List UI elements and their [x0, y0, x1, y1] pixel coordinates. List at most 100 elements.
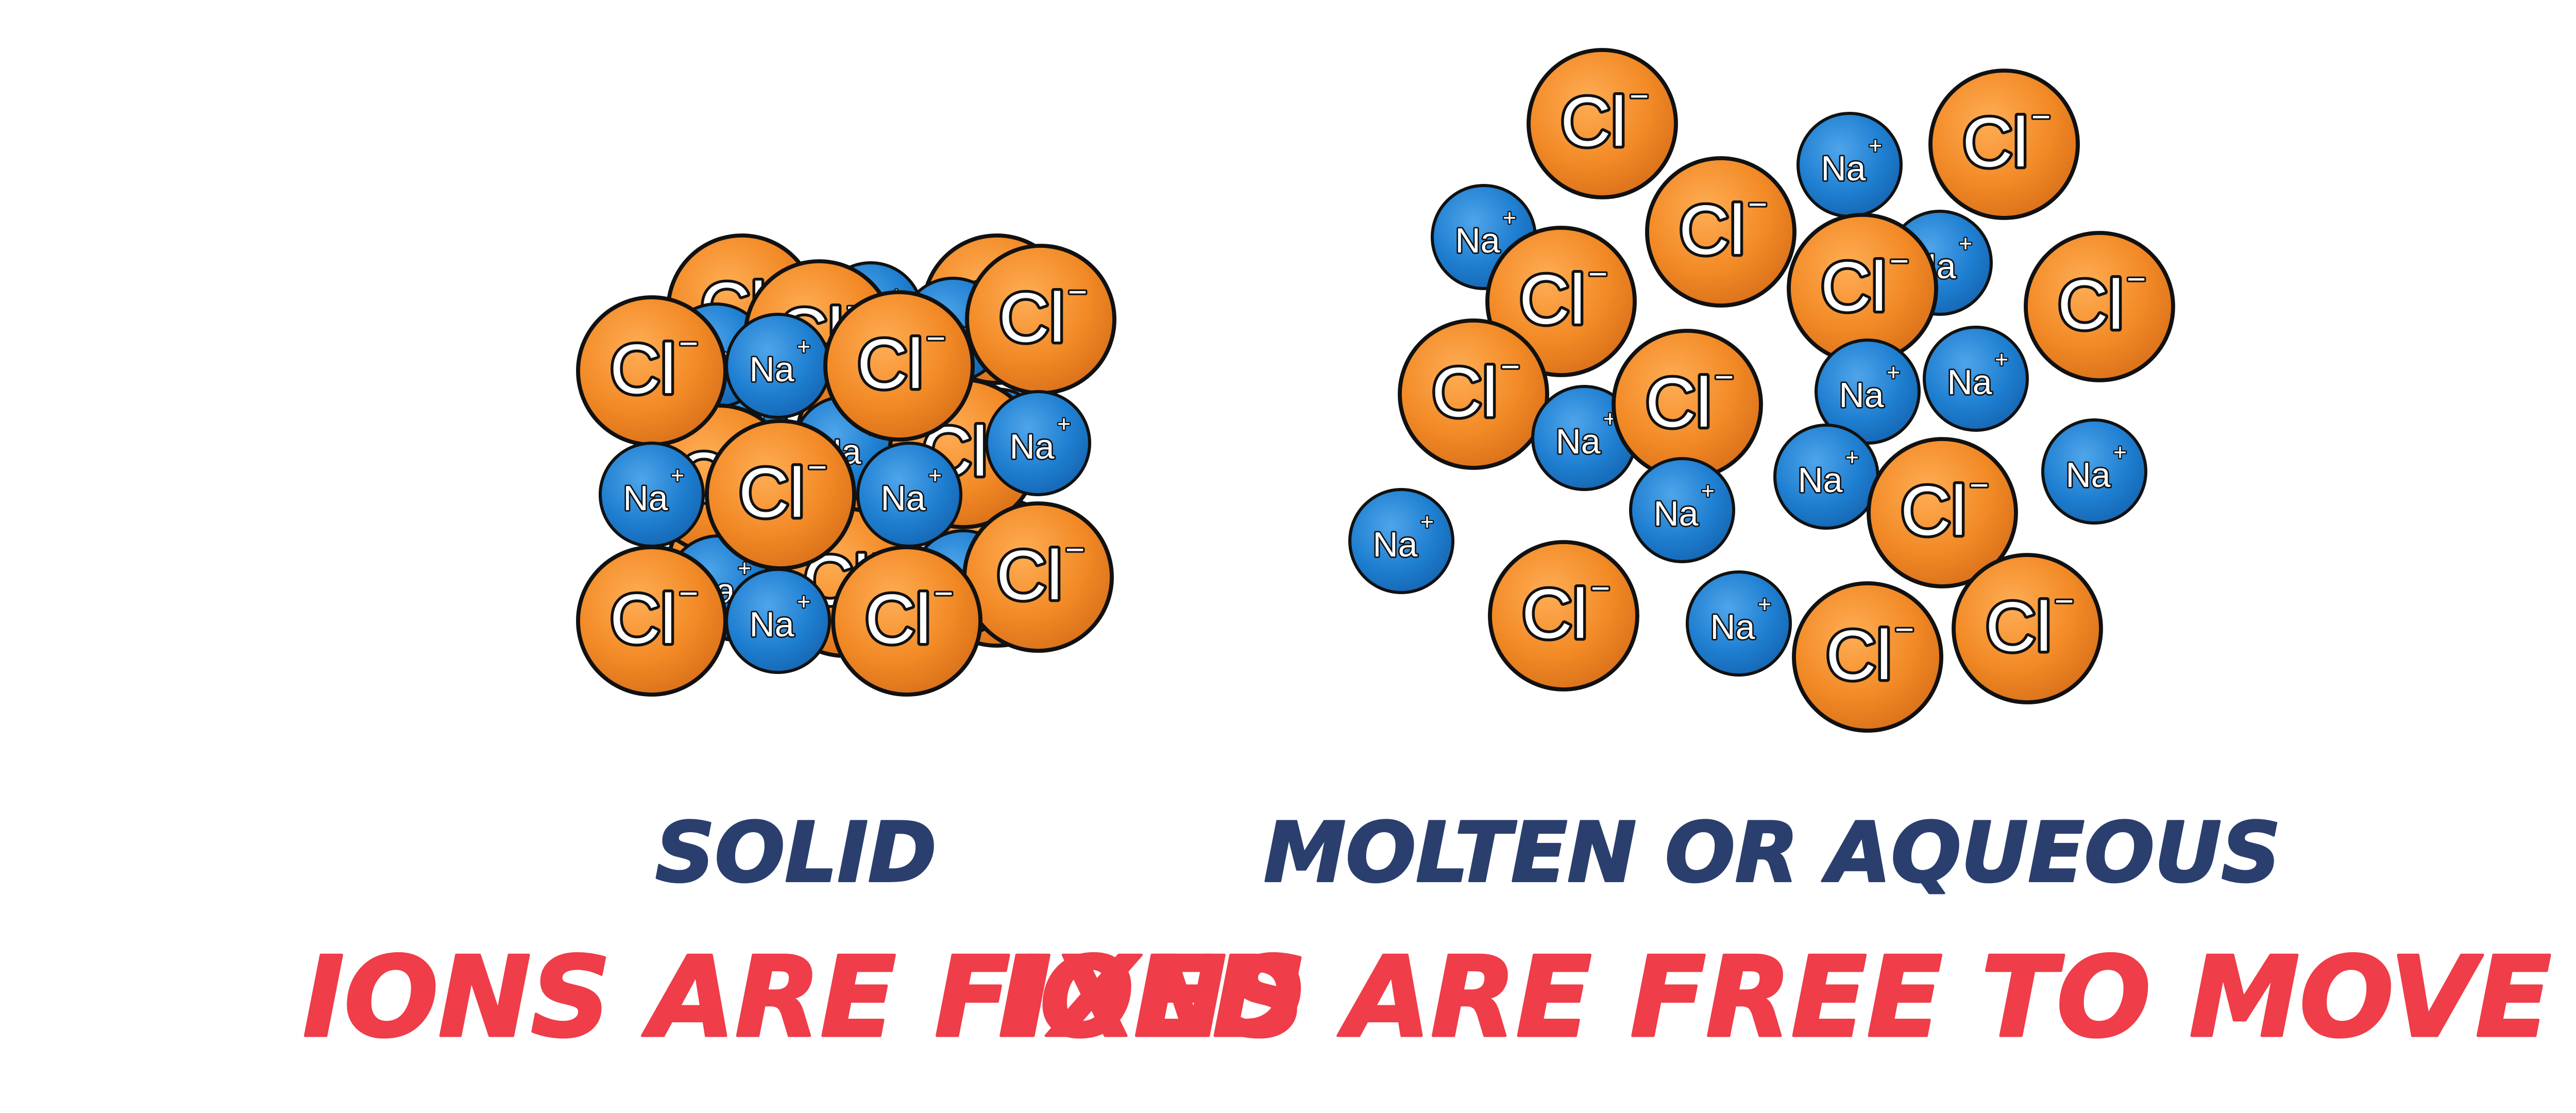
positive-charge: +: [1887, 359, 1900, 385]
chloride-label: Cl: [610, 330, 676, 408]
negative-charge: −: [1748, 186, 1768, 223]
positive-charge: +: [2113, 439, 2127, 465]
chloride-label: Cl: [1646, 363, 1711, 442]
negative-charge: −: [2127, 261, 2146, 298]
negative-charge: −: [808, 449, 827, 486]
positive-charge: +: [1845, 444, 1859, 470]
sodium-ion: Na+: [1686, 570, 1792, 677]
sodium-ion: Na+: [1348, 488, 1454, 594]
molten-desc: IONS ARE FREE TO MOVE: [998, 933, 2551, 1062]
chloride-label: Cl: [610, 580, 676, 658]
chloride-ion: Cl−: [1792, 581, 1943, 733]
negative-charge: −: [1715, 359, 1734, 396]
sodium-label: Na: [623, 479, 668, 518]
negative-charge: −: [679, 575, 699, 612]
chloride-ball: [1527, 48, 1678, 199]
chloride-label: Cl: [857, 325, 923, 403]
chloride-ball: [1398, 318, 1549, 470]
chloride-ion: Cl−: [576, 545, 727, 697]
sodium-ion: Na+: [1923, 326, 2029, 432]
sodium-ion: Na+: [985, 390, 1091, 496]
chloride-ball: [2024, 231, 2175, 382]
chloride-label: Cl: [1826, 616, 1892, 694]
positive-charge: +: [1503, 205, 1516, 231]
chloride-ion: Cl−: [1488, 540, 1639, 692]
sodium-ball: [2041, 418, 2147, 525]
sodium-ball: [725, 568, 831, 674]
negative-charge: −: [1591, 570, 1611, 607]
chloride-ion: Cl−: [831, 545, 982, 697]
molten-title: MOLTEN OR AQUEOUS: [1264, 804, 2281, 901]
sodium-ion: Na+: [856, 442, 962, 548]
chloride-ball: [1867, 437, 2018, 588]
chloride-ion: Cl−: [962, 501, 1114, 653]
chloride-ion: Cl−: [576, 295, 727, 447]
chloride-label: Cl: [1561, 82, 1626, 161]
positive-charge: +: [1758, 591, 1771, 617]
negative-charge: −: [1588, 256, 1608, 293]
chloride-ion: Cl−: [1952, 553, 2103, 704]
sodium-label: Na: [1821, 149, 1866, 188]
chloride-ball: [823, 290, 975, 442]
sodium-label: Na: [1839, 376, 1884, 415]
chloride-ball: [1792, 581, 1943, 733]
sodium-ball: [1815, 339, 1921, 445]
negative-charge: −: [1501, 348, 1520, 385]
positive-charge: +: [1057, 411, 1071, 437]
sodium-label: Na: [1798, 461, 1843, 500]
sodium-ion: Na+: [725, 568, 831, 674]
positive-charge: +: [1701, 478, 1715, 504]
chloride-label: Cl: [2058, 265, 2124, 344]
positive-charge: +: [928, 462, 942, 488]
chloride-ion: Cl−: [823, 290, 975, 442]
positive-charge: +: [1959, 230, 1972, 257]
chloride-label: Cl: [1962, 103, 2028, 181]
chloride-ball: [831, 545, 982, 697]
sodium-ion: Na+: [599, 442, 705, 548]
positive-charge: +: [1995, 346, 2008, 373]
solid-lattice: Cl−Na+Cl−Na+Cl−Na+Cl−Na+Cl−Na+Cl−Na+Cl−C…: [576, 233, 1116, 697]
chloride-label: Cl: [1432, 353, 1498, 431]
sodium-label: Na: [881, 479, 926, 518]
sodium-label: Na: [1455, 221, 1500, 260]
sodium-ball: [985, 390, 1091, 496]
positive-charge: +: [1420, 509, 1434, 535]
chloride-ion: Cl−: [705, 419, 856, 570]
sodium-label: Na: [1654, 494, 1699, 533]
chloride-label: Cl: [996, 536, 1062, 614]
negative-charge: −: [1630, 78, 1649, 115]
negative-charge: −: [1065, 531, 1085, 568]
captions: SOLID IONS ARE FIXED MOLTEN OR AQUEOUS I…: [301, 803, 2552, 1064]
sodium-ball: [1923, 326, 2029, 432]
sodium-ion: Na+: [1797, 112, 1903, 218]
chloride-label: Cl: [865, 580, 931, 658]
positive-charge: +: [797, 588, 810, 615]
chloride-label: Cl: [1986, 587, 2052, 666]
chloride-ion: Cl−: [965, 244, 1116, 395]
chloride-ball: [1488, 540, 1639, 692]
sodium-label: Na: [1556, 422, 1601, 461]
negative-charge: −: [1068, 274, 1088, 311]
chloride-label: Cl: [1821, 247, 1887, 326]
chloride-ion: Cl−: [1527, 48, 1678, 199]
positive-charge: +: [671, 462, 684, 488]
chloride-label: Cl: [999, 278, 1065, 357]
chloride-ball: [1645, 156, 1797, 308]
sodium-ion: Na+: [1773, 424, 1879, 530]
chloride-label: Cl: [1522, 575, 1588, 653]
sodium-label: Na: [1373, 525, 1418, 564]
positive-charge: +: [797, 333, 810, 360]
chloride-ball: [1952, 553, 2103, 704]
negative-charge: −: [926, 320, 946, 357]
sodium-label: Na: [750, 605, 794, 644]
sodium-ion: Na+: [2041, 418, 2147, 525]
chloride-ion: Cl−: [1398, 318, 1549, 470]
chloride-ion: Cl−: [1612, 329, 1763, 480]
sodium-ball: [1686, 570, 1792, 677]
sodium-label: Na: [1947, 363, 1992, 402]
chloride-ion: Cl−: [1928, 69, 2080, 220]
negative-charge: −: [1890, 243, 1909, 280]
sodium-label: Na: [1010, 427, 1055, 466]
negative-charge: −: [2031, 98, 2051, 136]
